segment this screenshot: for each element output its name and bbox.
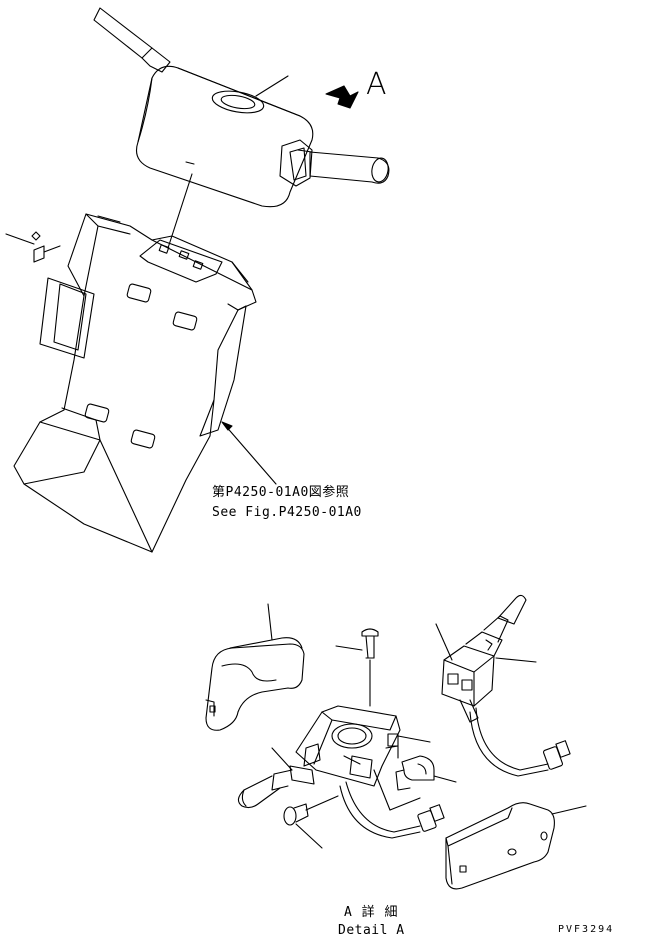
left-lever-collar xyxy=(141,47,171,73)
assembly-leader-line xyxy=(167,173,193,249)
reference-leader-line xyxy=(223,423,277,485)
switch-base xyxy=(295,705,401,787)
left-lever-grip xyxy=(93,7,153,59)
assembly-leader-line xyxy=(373,769,391,811)
right-lever-switch-part xyxy=(441,594,571,777)
housing-boss xyxy=(211,90,265,114)
leader-line xyxy=(397,735,431,743)
assembly-leader-line xyxy=(389,797,421,811)
upper-cover xyxy=(205,643,305,731)
mount-bracket xyxy=(139,239,223,283)
right-lever-grip xyxy=(309,151,390,184)
lower-cover xyxy=(445,802,555,890)
detail-caption-en: Detail A xyxy=(338,923,405,938)
clamp-part xyxy=(395,755,435,791)
clamp xyxy=(401,755,435,781)
reference-note-jp: 第P4250-01A0図参照 xyxy=(212,485,350,500)
connector xyxy=(417,810,437,832)
right-lever-base xyxy=(279,139,313,187)
combination-switch-assembly xyxy=(93,7,390,208)
wire-harness xyxy=(475,707,549,771)
lever-grip xyxy=(497,594,527,625)
reference-note-en: See Fig.P4250-01A0 xyxy=(212,505,362,520)
connector xyxy=(543,746,563,770)
lower-cover-part xyxy=(445,802,555,890)
wire-harness xyxy=(339,785,421,839)
cover-hole xyxy=(126,283,152,303)
leader-line xyxy=(335,645,363,651)
leader-line xyxy=(5,233,35,245)
cover-hole xyxy=(172,311,198,331)
leader-line xyxy=(495,657,537,663)
detail-caption-jp: A 詳 細 xyxy=(344,905,399,920)
drawing-code: PVF3294 xyxy=(558,924,615,935)
upper-cover-part xyxy=(205,637,305,731)
leader-line xyxy=(433,775,457,783)
screw-icon xyxy=(31,231,61,263)
switch-housing-body xyxy=(135,65,314,208)
leader-line xyxy=(295,823,323,849)
view-label: A xyxy=(366,67,387,102)
screw-icon xyxy=(283,795,339,826)
leader-line xyxy=(435,623,453,661)
switch-body xyxy=(441,645,495,707)
screw-icon xyxy=(361,628,379,659)
column-cover-body xyxy=(13,213,257,553)
view-arrow-icon xyxy=(325,85,359,109)
switch-base-part xyxy=(237,705,445,839)
cover-hole xyxy=(130,429,156,449)
cover-recess xyxy=(39,277,95,359)
cover-rib xyxy=(199,305,247,437)
cover-hole xyxy=(84,403,110,423)
leader-line xyxy=(551,805,587,815)
leader-line xyxy=(271,747,293,771)
column-cover-bracket xyxy=(13,213,257,553)
left-lever-grip xyxy=(237,775,281,809)
leader-line xyxy=(255,75,289,97)
leader-line xyxy=(267,603,273,641)
